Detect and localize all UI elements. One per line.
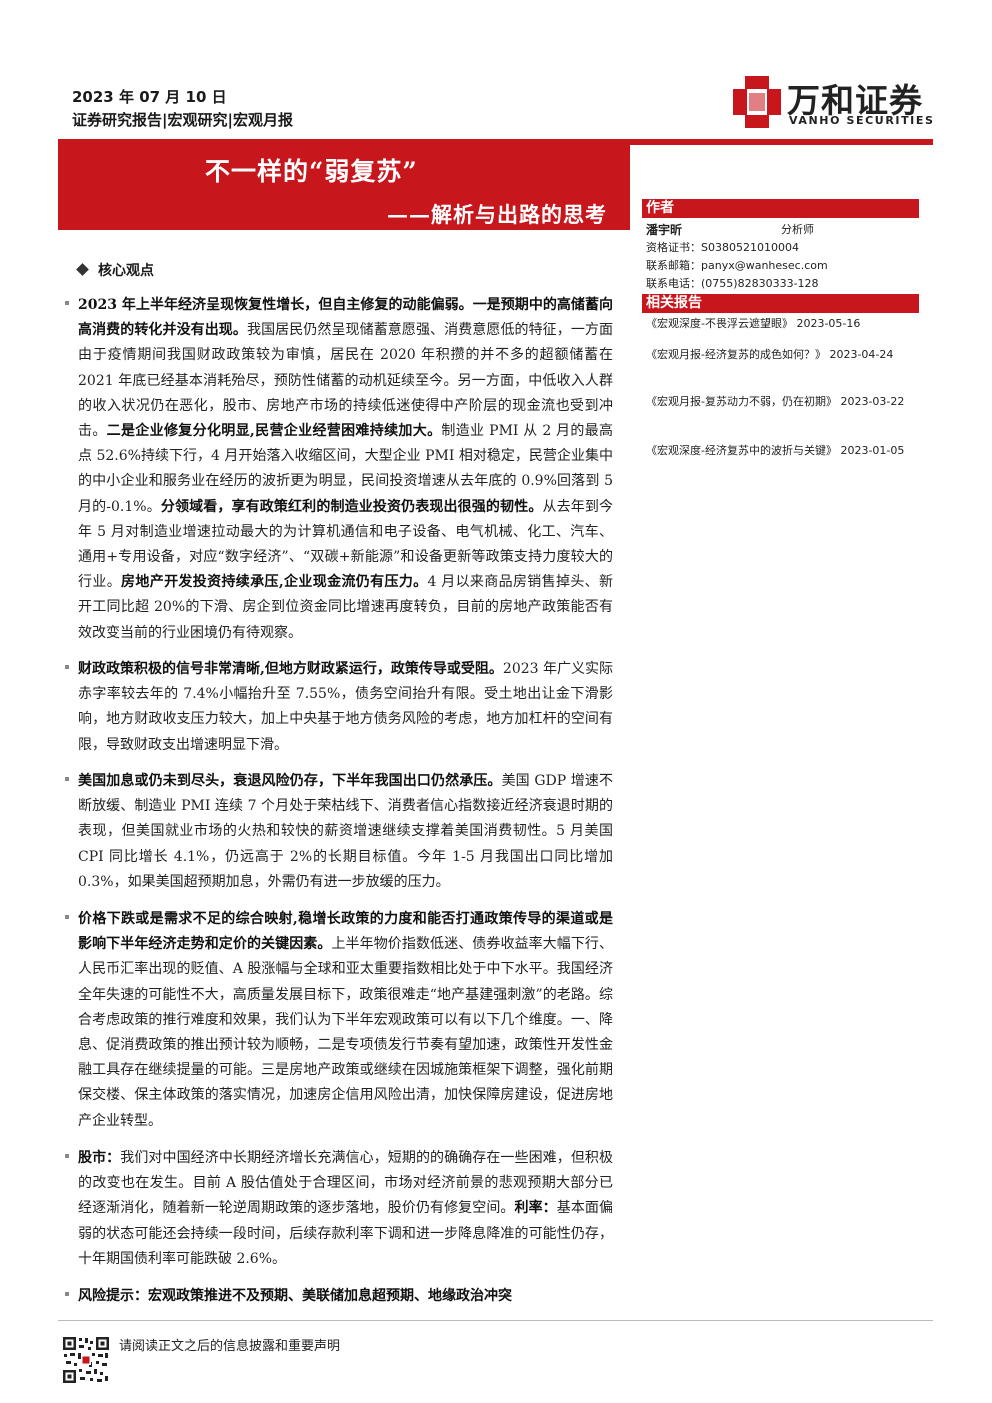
paragraph-emphasis: 股市： [78, 1150, 121, 1166]
core-views-heading: 核心观点 [76, 260, 154, 280]
title-band [58, 139, 630, 230]
report-date: 2023 年 07 月 10 日 [72, 88, 227, 106]
bullet-icon [65, 1154, 69, 1158]
bullet-icon [65, 915, 69, 919]
company-logo: 万和证券 VANHO SECURITIES [733, 74, 943, 132]
paragraph-text: 我们对中国经济中长期经济增长充满信心，短期的的确确存在一些困难，但积极的改变也在… [78, 1150, 614, 1217]
paragraph-emphasis: 分领域看，享有政策红利的制造业投资仍表现出很强的韧性。 [160, 498, 543, 515]
author-heading: 作者 [642, 199, 919, 218]
paragraph-emphasis: 财政政策积极的信号非常清晰,但地方财政紧运行，政策传导或受阻。 [78, 661, 503, 677]
qr-code-icon [62, 1336, 110, 1384]
diamond-bullet-icon [76, 263, 89, 276]
paragraph-emphasis: 风险提示：宏观政策推进不及预期、美联储加息超预期、地缘政治冲突 [78, 1288, 512, 1304]
paragraph-text: 2023 年广义实际赤字率较去年的 7.4%小幅抬升至 7.55%，债务空间抬升… [78, 661, 613, 753]
paragraph-text: 我国居民仍然呈现储蓄意愿强、消费意愿低的特征，一方面由于疫情期间我国财政政策较为… [78, 322, 614, 440]
paragraph: 美国加息或仍未到尽头，衰退风险仍存，下半年我国出口仍然承压。美国 GDP 增速不… [78, 769, 613, 895]
bullet-icon [65, 665, 69, 669]
author-name: 潘宇昕 [646, 223, 683, 237]
report-subtitle: ——解析与出路的思考 [387, 202, 607, 227]
paragraph: 财政政策积极的信号非常清晰,但地方财政紧运行，政策传导或受阻。2023 年广义实… [78, 657, 613, 758]
paragraph-emphasis: 利率： [514, 1200, 557, 1217]
paragraph: 2023 年上半年经济呈现恢复性增长，但自主修复的动能偏弱。一是预期中的高储蓄向… [78, 293, 613, 646]
bullet-icon [65, 1292, 69, 1296]
title-band-extension [630, 139, 933, 145]
related-report-link[interactable]: 《宏观深度-不畏浮云遮望眼》 2023-05-16 [646, 317, 861, 330]
author-cert: 资格证书：S0380521010004 [646, 241, 799, 254]
related-report-link[interactable]: 《宏观月报-复苏动力不弱，仍在初期》 2023-03-22 [646, 395, 905, 408]
bullet-icon [65, 301, 69, 305]
paragraph: 股市：我们对中国经济中长期经济增长充满信心，短期的的确确存在一些困难，但积极的改… [78, 1146, 613, 1272]
risk-warning: 风险提示：宏观政策推进不及预期、美联储加息超预期、地缘政治冲突 [78, 1284, 613, 1309]
paragraph-emphasis: 美国加息或仍未到尽头，衰退风险仍存，下半年我国出口仍然承压。 [78, 773, 502, 789]
paragraph-text: 美国 GDP 增速不断放缓、制造业 PMI 连续 7 个月处于荣枯线下、消费者信… [78, 773, 614, 890]
paragraph: 价格下跌或是需求不足的综合映射,稳增长政策的力度和能否打通政策传导的渠道或是影响… [78, 907, 613, 1134]
paragraph-emphasis: 2023 年上半年经济呈现恢复性增长，但自主修复的动能偏弱。一是预期中的高储蓄向… [78, 297, 613, 339]
footer-disclaimer: 请阅读正文之后的信息披露和重要声明 [119, 1339, 341, 1354]
paragraph-text: 4 月以来商品房销售掉头、新开工同比超 20%的下滑、房企到位资金同比增速再度转… [78, 574, 614, 641]
bullet-icon [65, 777, 69, 781]
paragraph-emphasis: 房地产开发投资持续承压,企业现金流仍有压力。 [121, 574, 428, 591]
related-report-link[interactable]: 《宏观月报-经济复苏的成色如何？》 2023-04-24 [646, 348, 894, 361]
paragraph-emphasis: 价格下跌或是需求不足的综合映射,稳增长政策的力度和能否打通政策传导的渠道或是影响… [78, 911, 613, 953]
author-email: 联系邮箱：panyx@wanhesec.com [646, 259, 828, 272]
logo-name-en: VANHO SECURITIES [789, 114, 935, 127]
author-role: 分析师 [781, 223, 814, 236]
author-tel: 联系电话：(0755)82830333-128 [646, 277, 819, 290]
logo-name-cn: 万和证券 [787, 81, 923, 120]
paragraph-emphasis: 二是企业修复分化明显,民营企业经营困难持续加大。 [106, 423, 442, 440]
core-views-heading-text: 核心观点 [98, 263, 154, 279]
paragraph-text: 制造业 PMI 从 2 月的最高点 52.6%持续下行，4 月开始落入收缩区间，… [78, 423, 614, 515]
paragraph-text: 基本面偏弱的状态可能还会持续一段时间，后续存款利率下调和进一步降息降准的可能性仍… [78, 1200, 614, 1267]
paragraph-text: 上半年物价指数低迷、债券收益率大幅下行、人民币汇率出现的贬值、A 股涨幅与全球和… [78, 936, 614, 1129]
paragraph-text: 从去年到今年 5 月对制造业增速拉动最大的为计算机通信和电子设备、电气机械、化工… [78, 498, 614, 591]
logo-mark-icon [733, 76, 781, 128]
related-report-link[interactable]: 《宏观深度-经济复苏中的波折与关键》 2023-01-05 [646, 444, 905, 457]
report-category: 证券研究报告|宏观研究|宏观月报 [72, 111, 293, 129]
footer-divider [58, 1320, 933, 1321]
report-title: 不一样的“弱复苏” [205, 157, 418, 186]
related-heading: 相关报告 [642, 294, 919, 313]
